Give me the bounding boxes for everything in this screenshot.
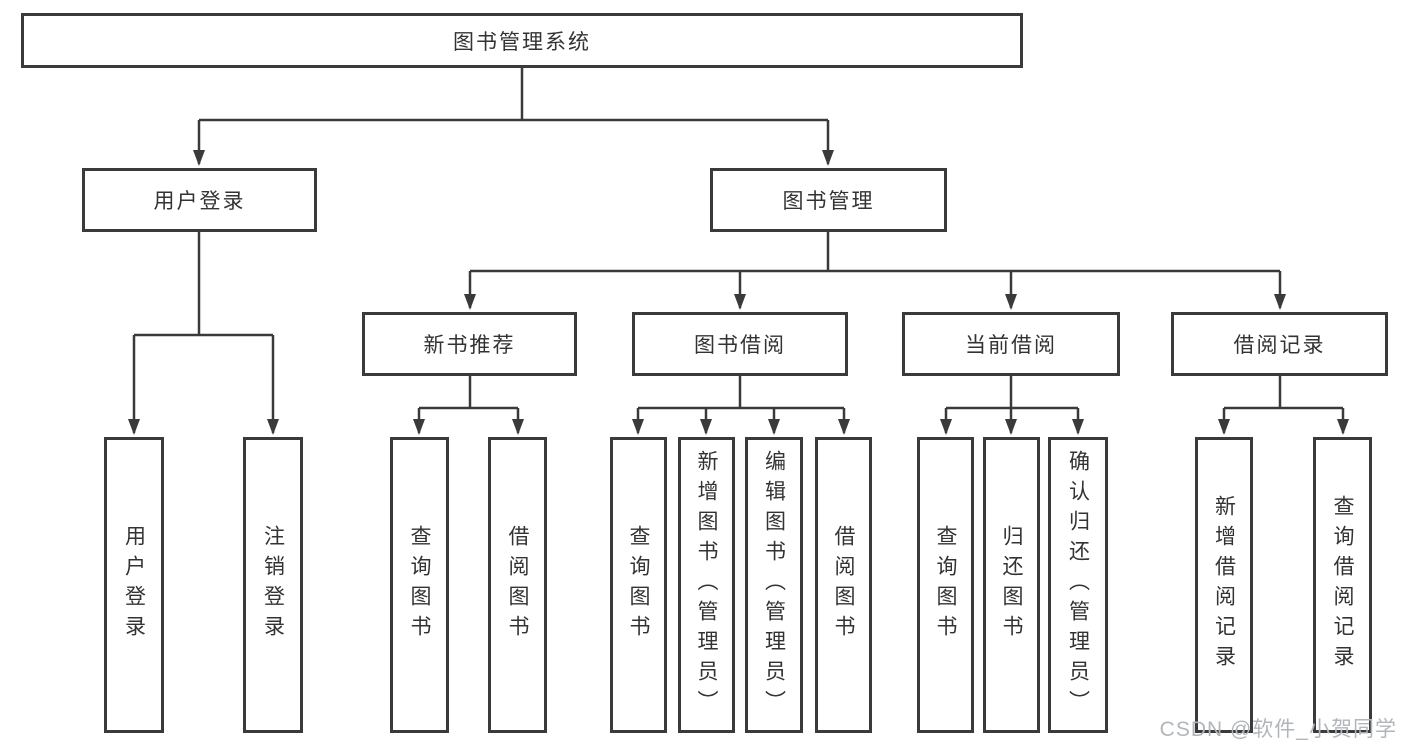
csdn-watermark: CSDN @软件_小贺同学 — [1159, 718, 1397, 741]
node-label: 归还图书 — [1000, 525, 1023, 645]
node-label: 查询图书 — [627, 525, 650, 645]
node-label: 查询图书 — [934, 525, 957, 645]
node-add-borrowing-record: 新增借阅记录 — [1195, 437, 1253, 733]
node-label: 查询借阅记录 — [1331, 495, 1354, 675]
node-logout: 注销登录 — [243, 437, 303, 733]
node-borrow-books-recommend: 借阅图书 — [488, 437, 547, 733]
connector-new-book-to-children — [413, 376, 524, 435]
node-return-books: 归还图书 — [983, 437, 1040, 733]
node-label: 确认归还（管理员） — [1066, 450, 1090, 720]
node-label: 借阅图书 — [506, 525, 529, 645]
node-label: 注销登录 — [261, 525, 285, 645]
node-label: 新书推荐 — [423, 334, 516, 357]
node-label: 查询图书 — [408, 525, 431, 645]
connector-book-management-to-level3 — [464, 232, 1286, 310]
node-label: 图书借阅 — [694, 334, 786, 357]
node-new-book-recommendation: 新书推荐 — [362, 312, 577, 376]
connector-root-to-level2 — [193, 68, 834, 166]
node-label: 编辑图书（管理员） — [762, 450, 786, 720]
connector-current-borrowing-to-children — [940, 376, 1084, 435]
node-user-login-leaf: 用户登录 — [104, 437, 164, 733]
node-label: 借阅图书 — [832, 525, 855, 645]
connector-book-borrowing-to-children — [632, 376, 850, 435]
node-label: 图书管理系统 — [453, 30, 591, 54]
node-edit-books-admin: 编辑图书（管理员） — [745, 437, 803, 733]
node-borrowing-records: 借阅记录 — [1171, 312, 1388, 376]
node-query-books-borrowing: 查询图书 — [610, 437, 667, 733]
node-confirm-return-admin: 确认归还（管理员） — [1048, 437, 1108, 733]
node-label: 用户登录 — [153, 190, 246, 213]
node-query-books-current: 查询图书 — [917, 437, 974, 733]
node-current-borrowing: 当前借阅 — [902, 312, 1120, 376]
node-label: 图书管理 — [782, 190, 875, 213]
node-label: 借阅记录 — [1233, 334, 1326, 357]
node-book-management: 图书管理 — [710, 168, 947, 232]
node-query-books-recommend: 查询图书 — [390, 437, 449, 733]
node-label: 新增图书（管理员） — [695, 450, 718, 720]
node-query-borrowing-record: 查询借阅记录 — [1313, 437, 1372, 733]
node-label: 新增借阅记录 — [1212, 495, 1236, 675]
node-book-borrowing: 图书借阅 — [632, 312, 848, 376]
connector-user-login-to-children — [128, 232, 279, 435]
node-user-login: 用户登录 — [82, 168, 317, 232]
node-borrow-books: 借阅图书 — [815, 437, 872, 733]
node-label: 用户登录 — [122, 525, 146, 645]
node-add-books-admin: 新增图书（管理员） — [678, 437, 735, 733]
node-label: 当前借阅 — [965, 334, 1057, 357]
connector-borrowing-records-to-children — [1218, 376, 1349, 435]
node-library-management-system: 图书管理系统 — [21, 13, 1023, 68]
